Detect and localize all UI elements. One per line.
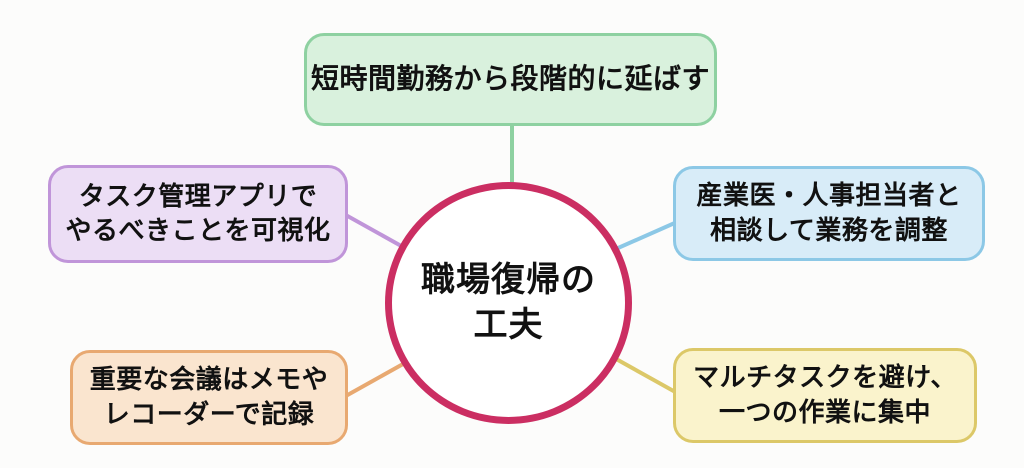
node-left-upper-line1: タスク管理アプリで	[78, 181, 318, 212]
node-right-lower: マルチタスクを避け、 一つの作業に集中	[673, 348, 977, 443]
node-right-upper: 産業医・人事担当者と 相談して業務を調整	[673, 166, 985, 261]
node-right-upper-line2: 相談して業務を調整	[710, 215, 948, 246]
node-right-lower-line2: 一つの作業に集中	[718, 397, 931, 428]
node-right-lower-line1: マルチタスクを避け、	[693, 363, 957, 394]
node-top-label: 短時間勤務から段階的に延ばす	[310, 62, 710, 96]
node-left-lower: 重要な会議はメモや レコーダーで記録	[70, 350, 348, 445]
center-node-line2: 工夫	[473, 305, 544, 345]
center-node: 職場復帰の 工夫	[385, 182, 632, 424]
node-left-upper-line2: やるべきことを可視化	[65, 216, 331, 246]
node-left-upper: タスク管理アプリで やるべきことを可視化	[48, 165, 348, 263]
node-left-lower-line2: レコーダーで記録	[103, 399, 315, 430]
center-node-line1: 職場復帰の	[421, 260, 596, 301]
node-left-lower-line1: 重要な会議はメモや	[89, 365, 329, 396]
node-top: 短時間勤務から段階的に延ばす	[304, 33, 717, 126]
node-right-upper-line1: 産業医・人事担当者と	[696, 181, 962, 212]
